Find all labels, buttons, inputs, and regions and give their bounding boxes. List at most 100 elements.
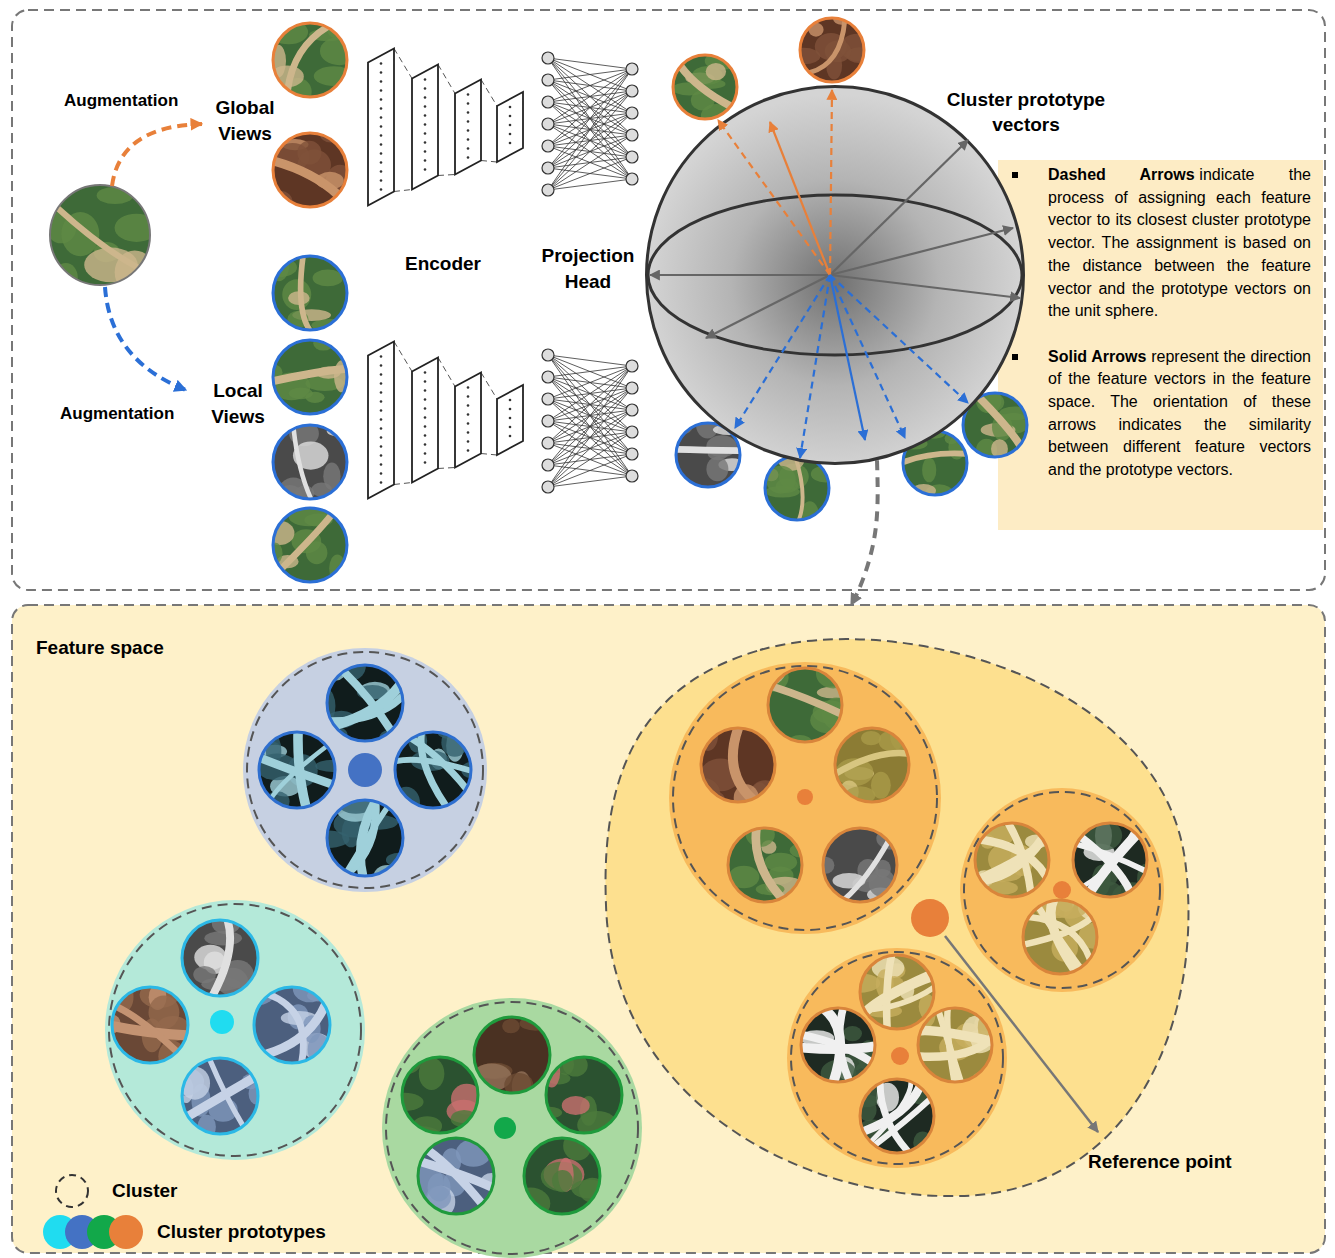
bullet-heading: Dashed Arrows xyxy=(1048,166,1195,183)
encoder-label: Encoder xyxy=(398,252,488,276)
encoder-dot xyxy=(424,141,427,144)
mlp-edge xyxy=(548,366,632,465)
image-ground xyxy=(395,732,471,808)
image-content xyxy=(471,1016,551,1101)
image-streak xyxy=(836,753,907,773)
sphere-shape xyxy=(645,85,1025,465)
image-thumbnail xyxy=(164,1058,265,1139)
image-content xyxy=(46,185,158,294)
image-content xyxy=(787,12,875,82)
image-content xyxy=(386,1041,483,1139)
image-content xyxy=(851,1075,944,1154)
image-patch xyxy=(511,1188,551,1220)
cluster-prototype xyxy=(891,1047,909,1065)
mlp-neuron xyxy=(542,437,554,449)
image-thumbnail xyxy=(273,421,363,510)
mlp-edge xyxy=(548,58,632,113)
mlp-neuron xyxy=(626,151,638,163)
mlp-edge xyxy=(548,366,632,377)
encoder-dot xyxy=(509,106,512,109)
label-holder: Reference point xyxy=(1088,1150,1288,1174)
image-thumbnail xyxy=(799,1008,891,1089)
cluster-prototype xyxy=(210,1010,234,1034)
mlp-edge xyxy=(548,135,632,190)
encoder-dot xyxy=(424,168,427,171)
image-thumbnail xyxy=(753,654,850,749)
encoder-link xyxy=(481,454,497,456)
cluster-prototype xyxy=(797,789,813,805)
image-thumbnail xyxy=(511,1131,608,1219)
encoder-dot xyxy=(509,435,512,438)
image-border xyxy=(50,185,150,285)
image-thumbnail xyxy=(728,822,812,902)
encoder-link xyxy=(438,65,455,94)
mlp-edge xyxy=(548,179,632,190)
encoder-layer xyxy=(455,80,481,175)
image-border xyxy=(273,425,347,499)
mlp-neuron xyxy=(626,63,638,75)
mlp-edge xyxy=(548,58,632,179)
image-streak xyxy=(756,829,782,898)
encoder-dot xyxy=(380,143,383,146)
cluster-area xyxy=(105,900,365,1160)
image-thumbnail xyxy=(787,12,875,82)
panel-title: Feature space xyxy=(36,636,276,660)
mlp-edge xyxy=(548,366,632,421)
image-thumbnail xyxy=(685,721,781,813)
image-border xyxy=(918,1008,992,1082)
image-border xyxy=(800,18,864,82)
image-streak xyxy=(979,397,1020,445)
encoder-dot xyxy=(380,463,383,466)
encoder-dot xyxy=(509,408,512,411)
mlp-edge xyxy=(548,58,632,135)
mlp-neuron xyxy=(542,52,554,64)
encoder-dot xyxy=(509,417,512,420)
image-patch xyxy=(972,1071,1001,1088)
image-streak xyxy=(288,27,327,89)
encoder-dot xyxy=(380,80,383,83)
encoder-dot xyxy=(467,102,470,105)
encoder-layer xyxy=(368,342,394,499)
image-patch xyxy=(282,279,311,310)
bullet-text: represent the direction of the feature v… xyxy=(1048,348,1311,479)
image-border xyxy=(701,728,775,802)
image-patch xyxy=(297,141,321,165)
image-patch xyxy=(706,457,728,482)
image-ground xyxy=(524,1138,600,1214)
encoder-dot xyxy=(380,391,383,394)
encoder-dot xyxy=(424,114,427,117)
mlp-edge xyxy=(548,69,632,80)
legend-cluster-symbol xyxy=(56,1175,88,1207)
encoder-dot xyxy=(424,434,427,437)
assignment-arrow xyxy=(830,275,905,438)
image-streak xyxy=(773,687,841,714)
encoder-dot xyxy=(380,436,383,439)
image-streak xyxy=(939,1012,961,1082)
sphere-equator xyxy=(648,195,1022,355)
encoder-dot xyxy=(509,133,512,136)
image-streak xyxy=(421,734,446,806)
image-border xyxy=(327,665,403,741)
encoder-layer xyxy=(412,358,438,483)
mlp-neuron xyxy=(542,74,554,86)
image-streak xyxy=(880,1083,908,1151)
encoder-dot xyxy=(380,116,383,119)
image-border xyxy=(823,828,897,902)
image-streak xyxy=(282,515,332,569)
encoder-dot xyxy=(424,398,427,401)
mlp-neuron xyxy=(626,85,638,97)
encoder-dot xyxy=(380,427,383,430)
mlp-neuron xyxy=(542,459,554,471)
note-ground xyxy=(998,160,1323,530)
encoder-dot xyxy=(509,124,512,127)
image-patch xyxy=(572,1180,608,1199)
image-border xyxy=(673,55,737,119)
image-content xyxy=(753,654,850,749)
image-streak xyxy=(58,208,138,267)
image-content xyxy=(1073,820,1153,911)
image-streak xyxy=(210,1059,243,1126)
mlp-edge xyxy=(548,355,632,366)
image-content xyxy=(318,651,403,745)
mlp-edge xyxy=(548,69,632,124)
super-cluster-area xyxy=(606,639,1189,1196)
